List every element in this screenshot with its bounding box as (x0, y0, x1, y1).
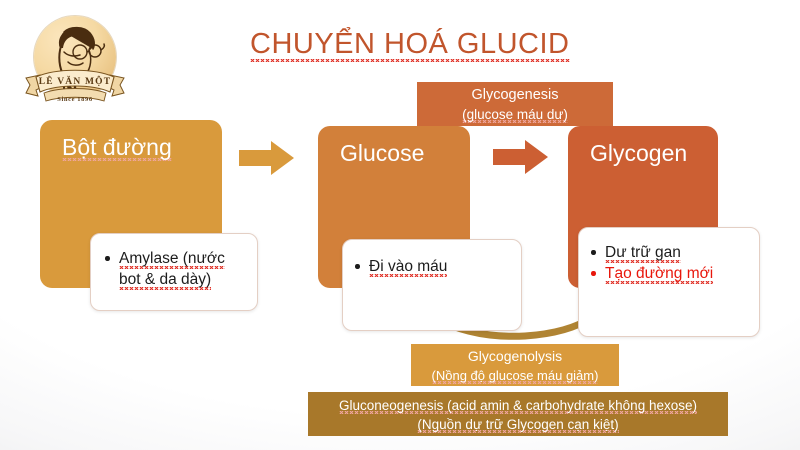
logo-since-text: Since 1896 (57, 96, 93, 103)
ribbon-glycogenolysis-line1: Glycogenolysis (467, 348, 563, 364)
card-glycogen-bullet-2-text: Tạo đường mới (605, 265, 714, 285)
logo-ribbon-icon (25, 69, 125, 102)
ribbon-gluconeogenesis: Gluconeogenesis (acid amin & carbohydrat… (308, 392, 728, 436)
logo-name-text: LÊ VĂN MỘT (38, 77, 112, 87)
ribbon-glycogenolysis: Glycogenolysis (Nồng độ glucose máu giảm… (411, 344, 619, 386)
page-title: CHUYỂN HOÁ GLUCID (250, 28, 570, 61)
card-amylase-bullet: Amylase (nước bot & da dày) (101, 248, 247, 290)
arrow-right-icon-2 (493, 140, 548, 174)
card-glucose-bullet-1-text: Đi vào máu (369, 258, 448, 278)
card-glycogen-bullet-1-text: Dư trữ gan (605, 244, 681, 264)
brand-logo: LÊ VĂN MỘT Since 1896 (22, 14, 128, 122)
card-glucose-bullet-1: Đi vào máu (351, 256, 511, 277)
arrow-right-icon-1 (239, 141, 294, 175)
ribbon-glycogenolysis-line2: (Nồng độ glucose máu giảm) (431, 368, 599, 383)
ribbon-glycogenesis: Glycogenesis (glucose máu dư) (417, 82, 613, 126)
page-title-text: CHUYỂN HOÁ GLUCID (250, 28, 570, 63)
card-amylase-line2: bot & da dày) (119, 271, 212, 291)
ribbon-glycogenesis-line1: Glycogenesis (471, 87, 559, 103)
box-glucose-label: Glucose (340, 140, 425, 166)
card-glycogen-bullet-2: Tạo đường mới (587, 263, 749, 284)
ribbon-gluconeogenesis-line1: Gluconeogenesis (acid amin & carbohydrat… (339, 398, 697, 413)
card-glucose: Đi vào máu (342, 239, 522, 331)
card-glycogen-bullet-1: Dư trữ gan (587, 242, 749, 263)
box-bot-duong-label: Bột đường (62, 134, 172, 160)
ribbon-glycogenesis-line2: (glucose máu dư) (462, 107, 568, 122)
card-amylase: Amylase (nước bot & da dày) (90, 233, 258, 311)
box-glycogen-label: Glycogen (590, 140, 688, 166)
card-amylase-line1: Amylase (nước (119, 250, 225, 270)
card-glycogen: Dư trữ gan Tạo đường mới (578, 227, 760, 337)
ribbon-gluconeogenesis-line2: (Nguồn dự trữ Glycogen cạn kiệt) (417, 417, 619, 432)
